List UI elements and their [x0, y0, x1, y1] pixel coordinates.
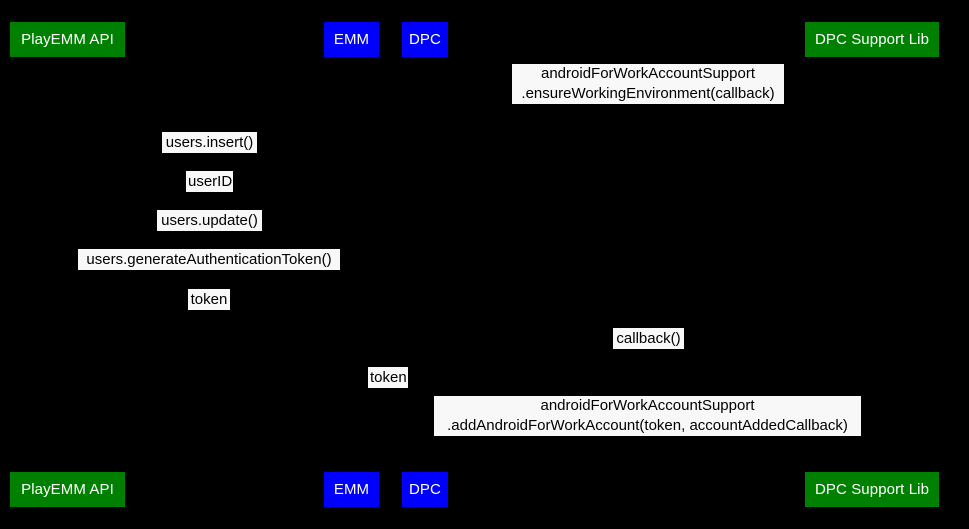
message-label-line: callback() [616, 330, 681, 347]
actor-box-playemm-api-top[interactable]: PlayEMM API [10, 22, 125, 57]
actor-box-emm-top[interactable]: EMM [324, 22, 379, 57]
message-label: users.generateAuthenticationToken() [78, 249, 340, 270]
message-label-line: androidForWorkAccountSupport [541, 65, 755, 82]
message-label: androidForWorkAccountSupport .ensureWorki… [512, 64, 784, 104]
actor-box-emm-bottom[interactable]: EMM [324, 472, 379, 507]
message-label: androidForWorkAccountSupport .addAndroidF… [434, 396, 861, 436]
message-label: token [188, 289, 230, 310]
message-label-line: .addAndroidForWorkAccount(token, account… [447, 417, 848, 434]
actor-box-dpc-top[interactable]: DPC [402, 22, 448, 57]
message-label-line: users.update() [161, 212, 258, 229]
message-label-line: token [370, 369, 407, 386]
actor-box-dpc-bottom[interactable]: DPC [402, 472, 448, 507]
actor-box-playemm-api-bottom[interactable]: PlayEMM API [10, 472, 125, 507]
message-label-line: token [190, 291, 228, 308]
message-label: token [368, 367, 408, 388]
message-label: users.update() [157, 210, 262, 231]
message-label-line: users.insert() [165, 134, 254, 151]
actor-box-dpc-support-lib-top[interactable]: DPC Support Lib [805, 22, 939, 57]
message-label-line: androidForWorkAccountSupport [540, 397, 755, 414]
message-label: userID [186, 171, 233, 192]
message-label-line: .ensureWorkingEnvironment(callback) [521, 85, 775, 102]
message-label: callback() [613, 328, 684, 349]
message-label: users.insert() [162, 132, 257, 153]
message-label-line: users.generateAuthenticationToken() [86, 251, 332, 268]
message-label-line: userID [188, 173, 233, 190]
actor-box-dpc-support-lib-bottom[interactable]: DPC Support Lib [805, 472, 939, 507]
